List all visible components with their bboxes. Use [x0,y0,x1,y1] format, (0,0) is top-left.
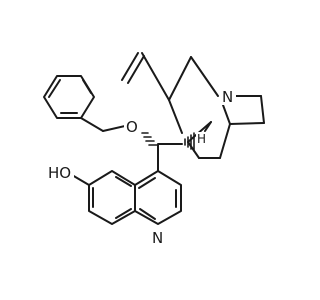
oxygen-ether-label: O [126,118,138,136]
hydroxyl-label: HO [48,164,71,182]
cage-bond-7 [219,123,231,159]
hashed-wedge-cage [184,132,195,152]
phenol-oh-bond [71,174,90,186]
quinoline-system [71,144,182,225]
vinyl-group [121,52,170,101]
cage-bond-2 [190,56,219,97]
vinyl-bond-internal [141,52,170,101]
stereo-hydrogen-label: H [197,132,206,146]
cage-bond-6 [229,122,265,125]
cage-bond-5 [260,95,265,124]
benzyl-ether-group [80,117,126,132]
phenyl-ring [43,75,95,119]
quinuclidine-cage [168,56,265,159]
nitrogen-quinoline-label: N [152,229,163,247]
o-ch2-bond [102,125,126,132]
structure-diagram: N O HO N H [43,52,265,247]
nitrogen-bridgehead-label: N [222,88,233,106]
cage-bond-1 [168,56,192,101]
vinyl-bond-terminal-double [127,55,145,84]
benzo-ring [88,170,136,225]
ch2-phenyl-bond [80,117,104,132]
molecule-canvas: N O HO N H [43,52,265,247]
pyridine-ring [134,170,182,225]
cage-bond-3 [168,99,183,134]
hashed-wedge-oxygen [141,132,159,146]
cage-bond-10 [222,104,231,125]
vinyl-bond-terminal [121,52,139,81]
